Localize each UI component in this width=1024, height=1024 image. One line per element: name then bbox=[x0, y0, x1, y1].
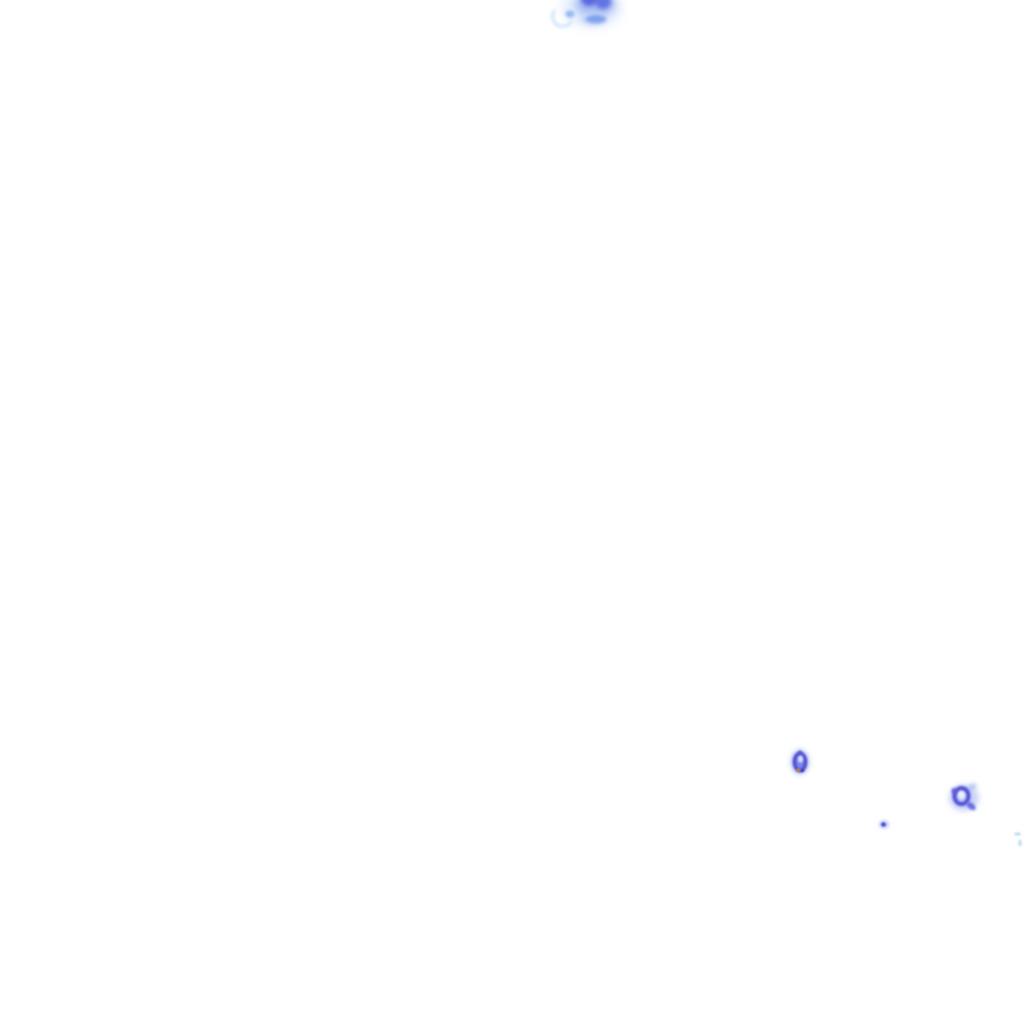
echo-north-cluster-shape bbox=[565, 10, 575, 18]
echo-north-cluster bbox=[551, 0, 622, 28]
echo-teardrop-shape bbox=[799, 769, 805, 772]
echo-ring-shape bbox=[958, 791, 965, 799]
echo-ring bbox=[949, 783, 979, 811]
echo-dot-shape bbox=[881, 822, 886, 827]
echo-teardrop bbox=[790, 749, 810, 775]
echo-north-cluster-shape bbox=[586, 15, 606, 23]
echo-edge-fragments-shape bbox=[1018, 839, 1022, 847]
echo-edge-fragments-shape bbox=[1014, 832, 1021, 836]
echo-ring-shape bbox=[967, 783, 977, 791]
echo-teardrop-shape bbox=[798, 755, 803, 763]
echo-ring-shape bbox=[951, 788, 957, 794]
echo-teardrop-shape bbox=[798, 750, 802, 756]
echo-dot bbox=[879, 820, 889, 829]
radar-echo-root bbox=[551, 0, 1022, 847]
echo-north-cluster-shape bbox=[551, 9, 573, 28]
echo-teardrop-shape bbox=[796, 768, 801, 772]
echo-edge-fragments bbox=[1014, 832, 1022, 847]
echo-ring-shape bbox=[966, 801, 976, 811]
echo-north-cluster-shape bbox=[581, 0, 597, 6]
echo-ring-shape bbox=[952, 786, 971, 806]
echo-north-cluster-shape bbox=[595, 0, 611, 9]
